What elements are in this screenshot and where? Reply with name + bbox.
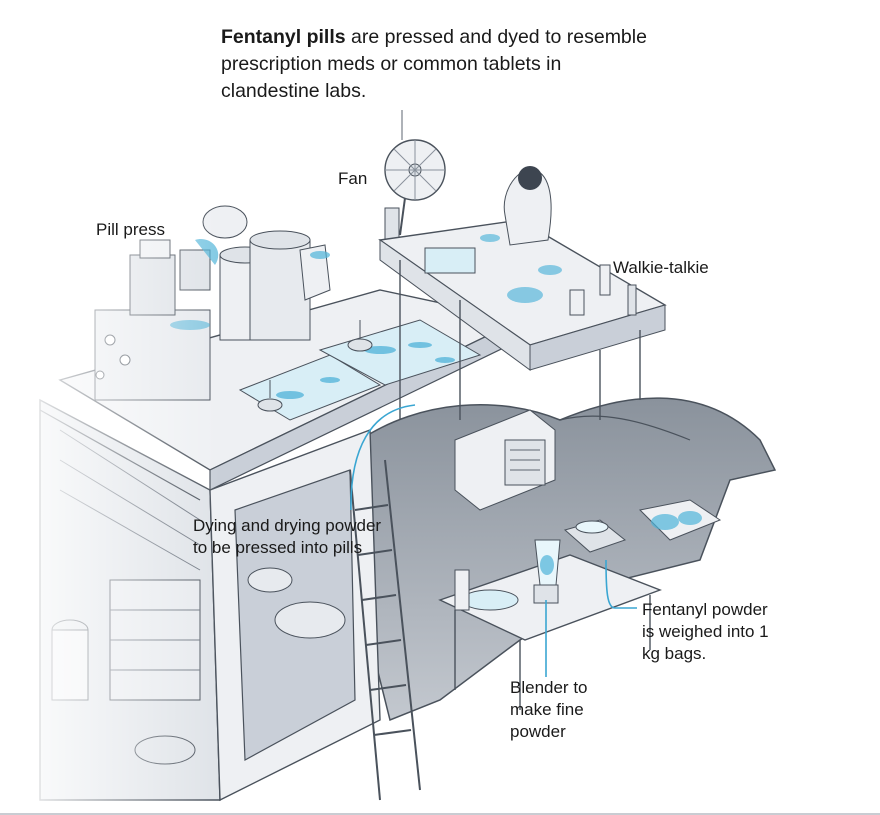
label-pill-press: Pill press xyxy=(96,219,165,241)
leader-lines xyxy=(350,404,637,677)
label-fan-text: Fan xyxy=(338,169,368,188)
label-fentanyl-powder-line1: Fentanyl powder xyxy=(642,600,768,619)
label-fan: Fan xyxy=(338,168,367,190)
label-pill-press-text: Pill press xyxy=(96,220,165,239)
headline-bold: Fentanyl pills xyxy=(221,26,346,48)
label-blender: Blender to make fine powder xyxy=(510,677,588,743)
label-blender-line3: powder xyxy=(510,722,566,741)
label-fentanyl-powder-line3: kg bags. xyxy=(642,644,707,663)
fan xyxy=(384,110,446,244)
label-blender-line1: Blender to xyxy=(510,678,588,697)
bottom-rule xyxy=(0,813,880,815)
label-walkie-talkie-text: Walkie-talkie xyxy=(613,258,709,277)
label-fentanyl-powder-line2: is weighed into 1 xyxy=(642,622,769,641)
label-dying-drying-line2: to be pressed into pills xyxy=(193,538,363,557)
label-blender-line2: make fine xyxy=(510,700,584,719)
label-dying-drying-line1: Dying and drying powder xyxy=(193,516,382,535)
headline-rest: are pressed and dyed to resemble prescri… xyxy=(221,26,647,102)
label-fentanyl-powder: Fentanyl powder is weighed into 1 kg bag… xyxy=(642,599,769,665)
leader-dying-drying xyxy=(350,404,416,511)
headline: Fentanyl pills are pressed and dyed to r… xyxy=(221,24,651,105)
pill-press xyxy=(94,239,219,401)
label-walkie-talkie: Walkie-talkie xyxy=(613,257,709,279)
label-dying-drying: Dying and drying powder to be pressed in… xyxy=(193,515,381,559)
leader-fentanyl-powder xyxy=(605,559,637,609)
